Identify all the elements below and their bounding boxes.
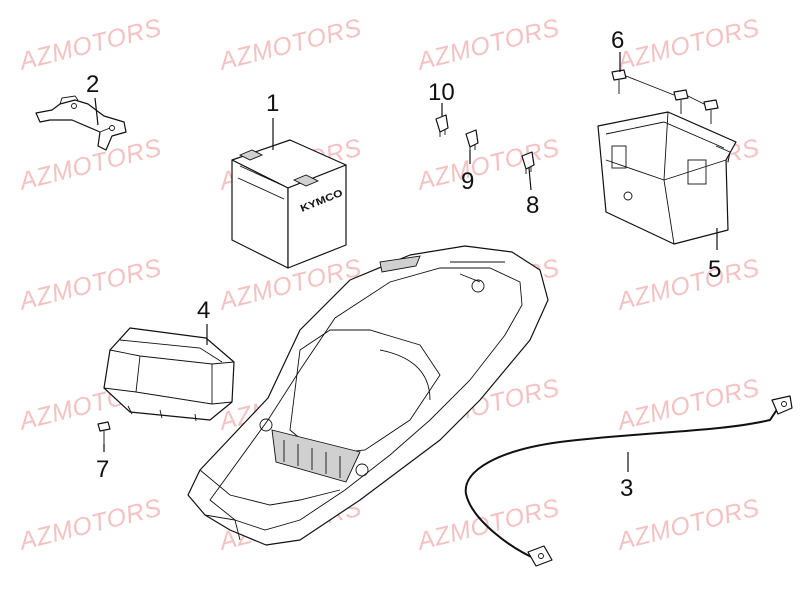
bracket-part [35,95,127,151]
watermark-text: AZMOTORS [613,374,763,437]
leader-lines [94,52,718,472]
callout-7: 7 [96,456,109,483]
watermark-text: AZMOTORS [413,14,563,77]
luggage-box-part [187,245,549,546]
small-screw-part [97,421,111,444]
watermark-text: AZMOTORS [613,494,763,557]
battery-case-part [597,111,737,245]
watermark-text: AZMOTORS [613,254,763,317]
watermark-text: AZMOTORS [215,14,365,77]
callout-4: 4 [197,297,210,324]
callout-2: 2 [86,71,99,98]
callout-5: 5 [708,256,721,283]
callout-3: 3 [620,475,633,502]
watermark-text: AZMOTORS [613,14,763,77]
watermark-text: AZMOTORS [413,134,563,197]
box-part [103,327,235,422]
callout-8: 8 [526,192,539,219]
callout-6: 6 [611,27,624,54]
callout-10: 10 [428,79,455,106]
watermark-text: AZMOTORS [15,134,165,197]
callout-numbers: 1 2 3 4 5 6 7 8 9 10 [86,27,721,502]
callout-1: 1 [266,90,279,117]
battery-part: KYMCO [231,139,347,269]
watermark-text: AZMOTORS [15,14,165,77]
watermark-text: AZMOTORS [15,494,165,557]
callout-9: 9 [461,168,474,195]
cable-part [464,395,793,567]
fuse-part [435,114,535,174]
screw-part [611,69,719,124]
watermark-text: AZMOTORS [15,254,165,317]
watermark-text: AZMOTORS [413,494,563,557]
